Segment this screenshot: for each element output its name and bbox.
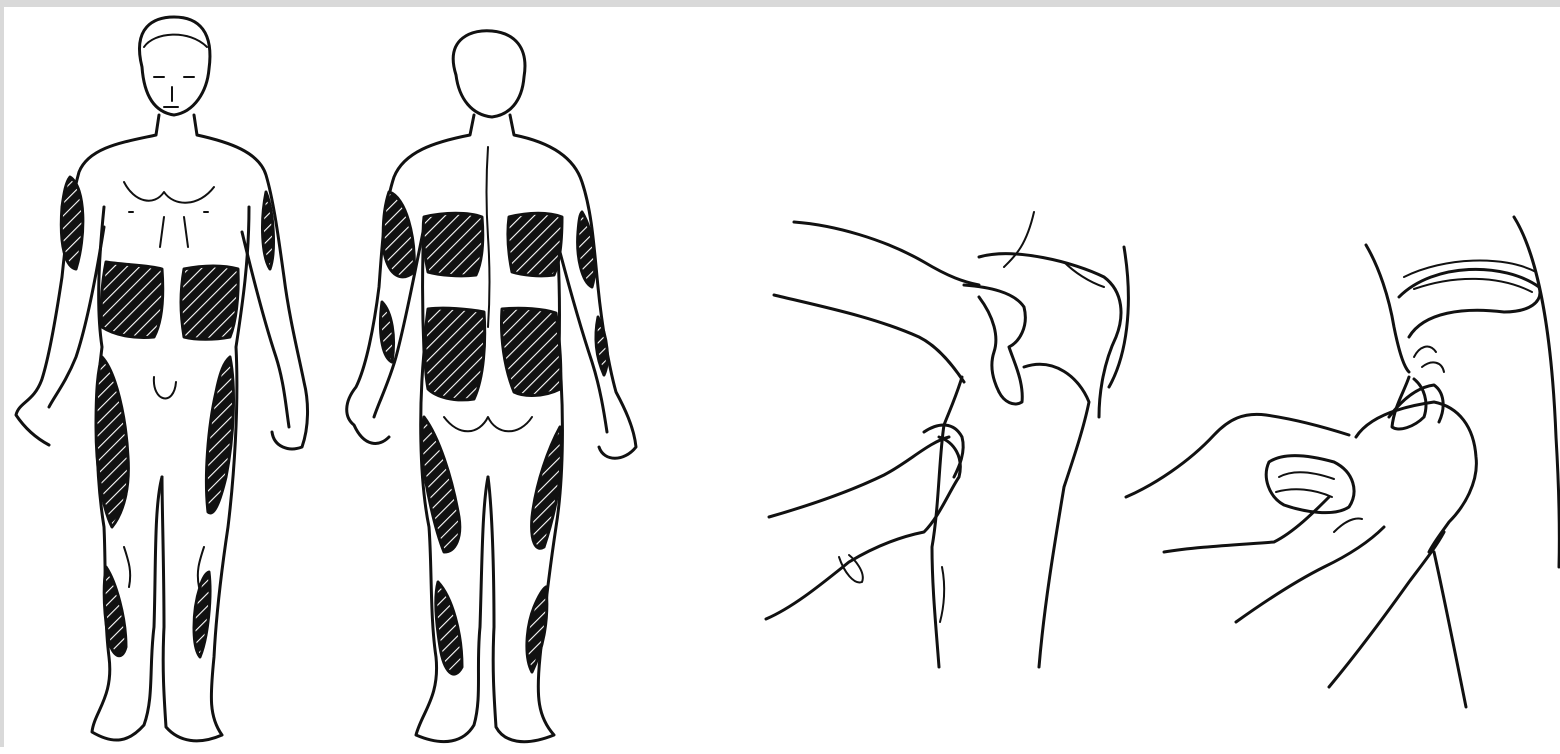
injection-zone-back-right-shoulder xyxy=(508,213,562,276)
injection-zone-front-left-arm xyxy=(61,177,83,269)
injection-zone-back-left-arm xyxy=(383,192,414,277)
injection-zone-back-left-thigh xyxy=(422,417,460,552)
inject-syringe-illustration xyxy=(1126,217,1559,707)
injection-zone-front-right-thigh xyxy=(206,357,233,513)
injection-zone-back-right-flank xyxy=(502,308,561,395)
injection-zone-back-left-flank xyxy=(425,308,485,400)
front-body-figure xyxy=(16,17,308,741)
injection-zone-back-right-calf xyxy=(527,587,547,672)
line-drawing xyxy=(4,7,1560,754)
back-body-figure xyxy=(347,31,636,742)
pinch-skin-fold-illustration xyxy=(766,212,1128,667)
injection-zone-back-left-shoulder xyxy=(423,213,483,276)
injection-zone-front-left-abdomen xyxy=(101,262,163,338)
injection-zone-front-right-abdomen xyxy=(181,266,238,339)
injection-zone-back-left-forearm xyxy=(380,302,393,362)
injection-zone-back-right-forearm xyxy=(596,317,607,375)
injection-zone-back-left-calf xyxy=(436,582,462,674)
injection-zone-front-right-shin xyxy=(194,572,210,657)
